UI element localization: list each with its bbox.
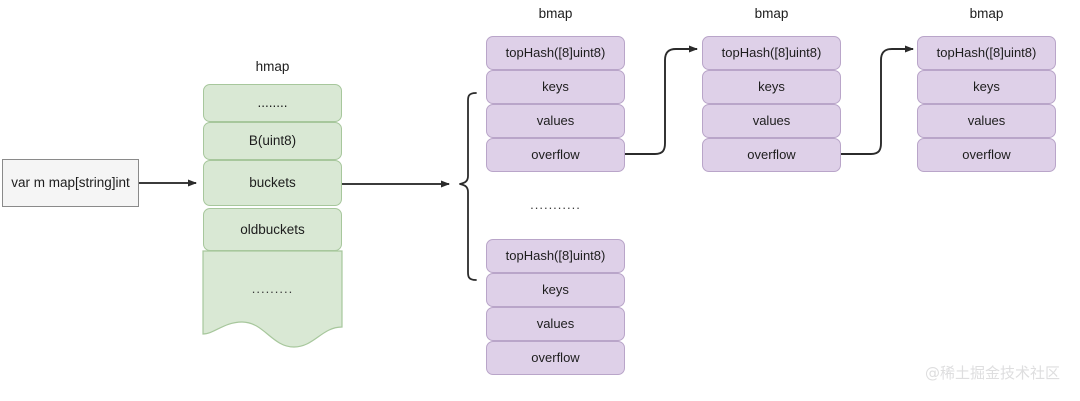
var-declaration-box[interactable]: var m map[string]int (2, 159, 139, 207)
bmap-row-label: topHash([8]uint8) (505, 44, 606, 60)
bmap-4-row-values[interactable]: values (486, 307, 625, 341)
bmap-row-label: keys (973, 78, 1000, 94)
hmap-tail-shape (202, 250, 343, 348)
bmap-row-label: topHash([8]uint8) (721, 44, 822, 60)
bmap-3-row-tophash[interactable]: topHash([8]uint8) (917, 36, 1056, 70)
bmap-row-label: overflow (747, 146, 796, 162)
bmap-3-caption: bmap (969, 6, 1004, 21)
hmap-row-ellipsis-top[interactable]: ........ (203, 84, 342, 122)
bmap-4-row-overflow[interactable]: overflow (486, 341, 625, 375)
bmap-3-row-keys[interactable]: keys (917, 70, 1056, 104)
bmap-row-label: values (752, 112, 791, 128)
bucket-array-ellipsis: ........... (530, 197, 581, 212)
bmap-2-caption: bmap (754, 6, 789, 21)
hmap-row-label: ........ (257, 95, 288, 111)
hmap-row-label: buckets (249, 175, 296, 191)
bmap-2-row-values[interactable]: values (702, 104, 841, 138)
bmap-row-label: topHash([8]uint8) (936, 44, 1037, 60)
arrow-overflow-1-to-bmap-2 (625, 45, 698, 155)
bmap-row-label: topHash([8]uint8) (505, 247, 606, 263)
bmap-row-label: overflow (962, 146, 1011, 162)
var-declaration-label: var m map[string]int (11, 175, 130, 191)
bmap-row-label: values (967, 112, 1006, 128)
watermark-text: @稀土掘金技术社区 (925, 364, 1061, 382)
arrow-overflow-2-to-bmap-3 (841, 45, 914, 155)
bmap-4-row-tophash[interactable]: topHash([8]uint8) (486, 239, 625, 273)
bmap-row-label: keys (542, 78, 569, 94)
bmap-row-label: keys (542, 281, 569, 297)
hmap-tail-svg (202, 250, 343, 348)
bmap-3-row-values[interactable]: values (917, 104, 1056, 138)
bmap-row-label: keys (758, 78, 785, 94)
bmap-3-row-overflow[interactable]: overflow (917, 138, 1056, 172)
bmap-2-row-tophash[interactable]: topHash([8]uint8) (702, 36, 841, 70)
bmap-1-row-overflow[interactable]: overflow (486, 138, 625, 172)
hmap-row-buckets[interactable]: buckets (203, 160, 342, 206)
hmap-row-label: B(uint8) (248, 133, 297, 149)
bmap-1-row-keys[interactable]: keys (486, 70, 625, 104)
bmap-4-row-keys[interactable]: keys (486, 273, 625, 307)
hmap-row-b-uint8[interactable]: B(uint8) (203, 122, 342, 160)
hmap-caption: hmap (255, 59, 290, 74)
bmap-1-caption: bmap (538, 6, 573, 21)
bmap-row-label: overflow (531, 349, 580, 365)
bmap-row-label: values (536, 315, 575, 331)
bmap-2-row-overflow[interactable]: overflow (702, 138, 841, 172)
bmap-row-label: overflow (531, 146, 580, 162)
bucket-array-brace (459, 92, 477, 281)
hmap-tail-ellipsis: ......... (251, 281, 294, 296)
bmap-1-row-values[interactable]: values (486, 104, 625, 138)
bmap-row-label: values (536, 112, 575, 128)
bmap-2-row-keys[interactable]: keys (702, 70, 841, 104)
hmap-row-oldbuckets[interactable]: oldbuckets (203, 208, 342, 251)
bmap-1-row-tophash[interactable]: topHash([8]uint8) (486, 36, 625, 70)
hmap-row-label: oldbuckets (240, 221, 305, 237)
